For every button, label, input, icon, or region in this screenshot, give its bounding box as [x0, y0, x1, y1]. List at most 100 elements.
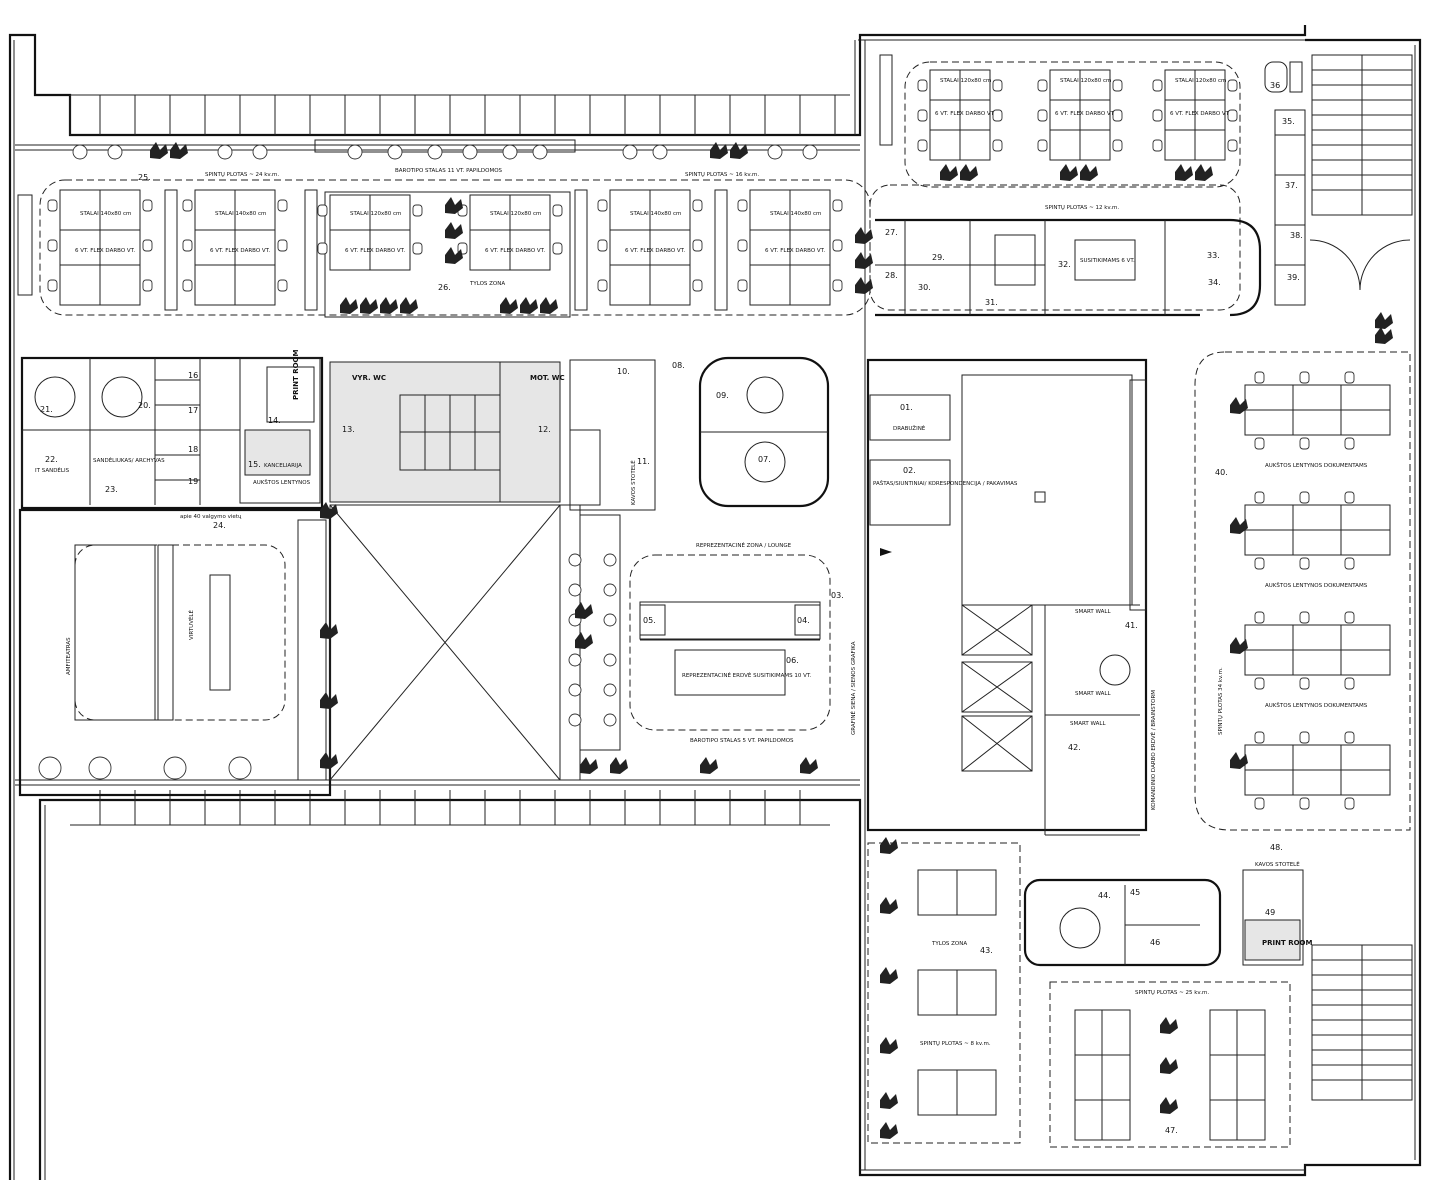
kitchen-label: VIRTUVĖLĖ	[188, 610, 195, 640]
chair	[277, 239, 288, 252]
chair	[917, 109, 928, 122]
bar-mid-label: BAROTIPO STALAS 5 VT. PAPILDOMOS	[690, 738, 794, 744]
room-12-name: MOT. WC	[530, 374, 565, 382]
plant-icon	[400, 297, 418, 314]
lounge-chair	[568, 713, 582, 727]
room-07-number: 07.	[758, 455, 771, 464]
room-34-number: 34.	[1208, 278, 1221, 287]
room-23-number: 23.	[105, 485, 118, 494]
flex-label-7: 6 VT. FLEX DARBO VT.	[935, 111, 995, 117]
chair	[1152, 109, 1163, 122]
chair	[277, 279, 288, 292]
plant-icon	[855, 252, 873, 269]
room-38-number: 38.	[1290, 231, 1303, 240]
room-27-number: 27.	[885, 228, 898, 237]
chair	[1112, 79, 1123, 92]
wc-block	[329, 359, 656, 511]
room-11-name: KAVOS STOTELĖ	[630, 460, 637, 505]
plant-icon	[880, 967, 898, 984]
spintu-12-label: SPINTŲ PLOTAS ~ 12 kv.m.	[1045, 205, 1119, 211]
room-39-number: 39.	[1287, 273, 1300, 282]
plant-icon	[1195, 164, 1213, 181]
room-24-note: apie 40 valgymo vietų	[180, 514, 242, 520]
chair	[1112, 109, 1123, 122]
room-45-number: 45	[1130, 888, 1140, 897]
room-15-number: 15.	[248, 460, 261, 469]
chair	[47, 239, 58, 252]
spintu-34-label: SPINTŲ PLOTAS 34 kv.m.	[1218, 667, 1224, 735]
chair	[1254, 797, 1265, 810]
lounge-chair	[387, 144, 403, 160]
plant-icon	[540, 297, 558, 314]
chair	[597, 279, 608, 292]
flex-label-4: 6 VT. FLEX DARBO VT.	[485, 248, 545, 254]
chair	[1227, 79, 1238, 92]
lounge-chair	[502, 144, 518, 160]
plant-icon	[880, 1122, 898, 1139]
lounge-chair	[532, 144, 548, 160]
spintu-8-label: SPINTŲ PLOTAS ~ 8 kv.m.	[920, 1041, 991, 1047]
plant-icon	[710, 142, 728, 159]
room-37-number: 37.	[1285, 181, 1298, 190]
plant-icon	[380, 297, 398, 314]
chair	[1299, 557, 1310, 570]
room-14-number: 14.	[268, 416, 281, 425]
chair	[692, 279, 703, 292]
room-18-number: 18	[188, 445, 198, 454]
room-21-number: 21.	[40, 405, 53, 414]
chair	[1112, 139, 1123, 152]
plant-icon	[445, 197, 463, 214]
flex-label-6: 6 VT. FLEX DARBO VT.	[765, 248, 825, 254]
shelves-docs-2: AUKŠTOS LENTYNOS DOKUMENTAMS	[1265, 582, 1368, 589]
chair	[1299, 437, 1310, 450]
chair	[317, 204, 328, 217]
amphitheatre-label: AMFITEATRAS	[66, 637, 72, 675]
chair	[737, 239, 748, 252]
representative-table: REPREZENTACINĖ ERDVĖ SUSITIKIMAMS 10 VT.	[682, 672, 812, 679]
chair	[992, 79, 1003, 92]
chair	[142, 239, 153, 252]
room-17-number: 17	[188, 406, 198, 415]
room-01-number: 01.	[900, 403, 913, 412]
plant-icon	[800, 757, 818, 774]
room-03-number: 03.	[831, 591, 844, 600]
chair	[1299, 611, 1310, 624]
chair	[832, 279, 843, 292]
room-22-name: IT SANDĖLIS	[35, 467, 70, 474]
chair	[142, 199, 153, 212]
chair	[1037, 109, 1048, 122]
plant-icon	[1230, 517, 1248, 534]
zone-24	[18, 504, 581, 797]
desk-label-5: STALAI 140x80 cm	[630, 211, 681, 217]
lounge-chair	[568, 683, 582, 697]
chair	[992, 109, 1003, 122]
desk-label-2: STALAI 140x80 cm	[215, 211, 266, 217]
plant-icon	[730, 142, 748, 159]
lounge-chair	[163, 756, 187, 780]
room-20-number: 20.	[138, 401, 151, 410]
lounge-chair	[217, 144, 233, 160]
room-46-number: 46	[1150, 938, 1160, 947]
plant-icon	[1080, 164, 1098, 181]
plant-icon	[1160, 1057, 1178, 1074]
chair	[692, 239, 703, 252]
chair	[182, 239, 193, 252]
plant-icon	[880, 837, 898, 854]
zone-south-east	[867, 842, 1413, 1148]
chair	[597, 199, 608, 212]
plant-icon	[880, 1037, 898, 1054]
flex-label-9: 6 VT. FLEX DARBO VT.	[1170, 111, 1230, 117]
room-26-number: 26.	[438, 283, 451, 292]
desk-divider	[1245, 745, 1390, 795]
chair	[1299, 797, 1310, 810]
plant-icon	[320, 692, 338, 709]
lounge-chair	[603, 683, 617, 697]
flex-label-5: 6 VT. FLEX DARBO VT.	[625, 248, 685, 254]
chair	[47, 279, 58, 292]
lounge-chair	[568, 553, 582, 567]
plant-icon	[1160, 1017, 1178, 1034]
chair	[992, 139, 1003, 152]
lounge-chair	[228, 756, 252, 780]
plant-icon	[940, 164, 958, 181]
lounge-chair	[88, 756, 112, 780]
